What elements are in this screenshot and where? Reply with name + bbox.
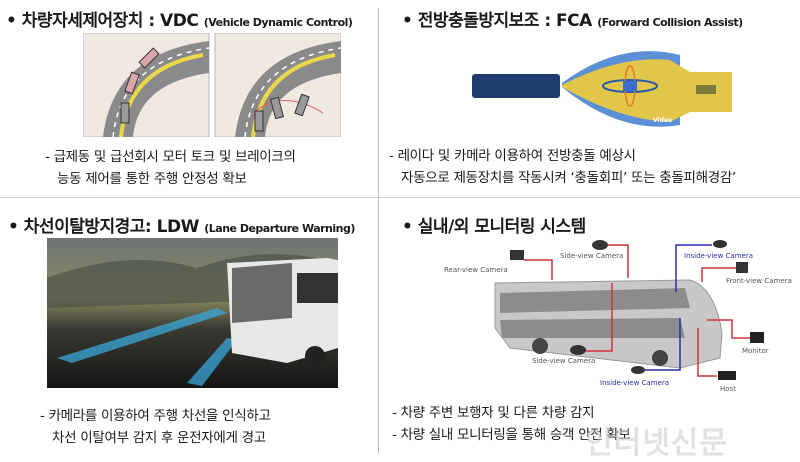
side-camera-top-label: Side-view Camera (560, 252, 623, 260)
monitoring-desc-line: - 차량 실내 모니터링을 통해 승객 안전 확보 (392, 427, 631, 443)
vertical-divider (378, 8, 379, 453)
fca-title: • 전방충돌방지보조 : FCA (Forward Collision Assi… (402, 6, 743, 31)
fca-title-ko: • 전방충돌방지보조 : (402, 11, 557, 31)
ldw-title-en: LDW (156, 217, 205, 237)
front-camera-label: Front-view Camera (726, 277, 792, 285)
monitor-label: Monitor (742, 347, 769, 355)
monitoring-description: - 차량 주변 보행자 및 다른 차량 감지 - 차량 실내 모니터링을 통해 … (392, 402, 631, 446)
fca-desc-line: - 레이다 및 카메라 이용하여 전방충돌 예상시 (389, 148, 636, 164)
horizontal-divider (0, 197, 800, 198)
fca-illustration: Video (472, 51, 732, 127)
ldw-photo (47, 238, 338, 388)
monitoring-title: • 실내/외 모니터링 시스템 (402, 212, 586, 237)
vdc-desc-line: 능동 제어를 통한 주행 안정성 확보 (57, 171, 247, 187)
ldw-title-sub: (Lane Departure Warning) (204, 222, 355, 235)
ldw-title-ko: • 차선이탈방지경고: (8, 217, 157, 237)
fca-title-sub: (Forward Collision Assist) (597, 16, 743, 29)
monitoring-title-ko: • 실내/외 모니터링 시스템 (402, 217, 586, 237)
ldw-desc-line: 차선 이탈여부 감지 후 운전자에게 경고 (52, 430, 266, 446)
fca-title-en: FCA (556, 11, 598, 31)
monitoring-diagram: Rear-view Camera Side-view Camera Inside… (444, 240, 792, 393)
inside-camera-top-label: Inside-view Camera (684, 252, 753, 260)
ldw-desc-line: - 카메라를 이용하여 주행 차선을 인식하고 (40, 408, 271, 424)
ldw-title: • 차선이탈방지경고: LDW (Lane Departure Warning) (8, 212, 355, 237)
vdc-illustration (83, 33, 341, 137)
monitoring-desc-line: - 차량 주변 보행자 및 다른 차량 감지 (392, 405, 595, 421)
fca-description: - 레이다 및 카메라 이용하여 전방충돌 예상시 자동으로 제동장치를 작동시… (389, 145, 736, 189)
vdc-title-en: VDC (160, 11, 204, 31)
vdc-description: - 급제동 및 급선회시 모터 토크 및 브레이크의 능동 제어를 통한 주행 … (45, 146, 296, 190)
ldw-description: - 카메라를 이용하여 주행 차선을 인식하고 차선 이탈여부 감지 후 운전자… (40, 405, 271, 449)
vdc-desc-line: - 급제동 및 급선회시 모터 토크 및 브레이크의 (45, 149, 296, 165)
rear-camera-label: Rear-view Camera (444, 266, 508, 274)
vdc-title-ko: • 차량자세제어장치 : (6, 11, 161, 31)
video-label: Video (653, 117, 672, 124)
inside-camera-bottom-label: Inside-view Camera (600, 379, 669, 387)
side-camera-bottom-label: Side-view Camera (532, 357, 595, 365)
fca-desc-line: 자동으로 제동장치를 작동시켜 ‘충돌회피’ 또는 충돌피해경감’ (401, 170, 736, 186)
vdc-title: • 차량자세제어장치 : VDC (Vehicle Dynamic Contro… (6, 6, 353, 31)
vdc-title-sub: (Vehicle Dynamic Control) (203, 16, 353, 29)
host-label: Host (720, 385, 736, 393)
watermark: 인터넷신문 (585, 426, 728, 461)
